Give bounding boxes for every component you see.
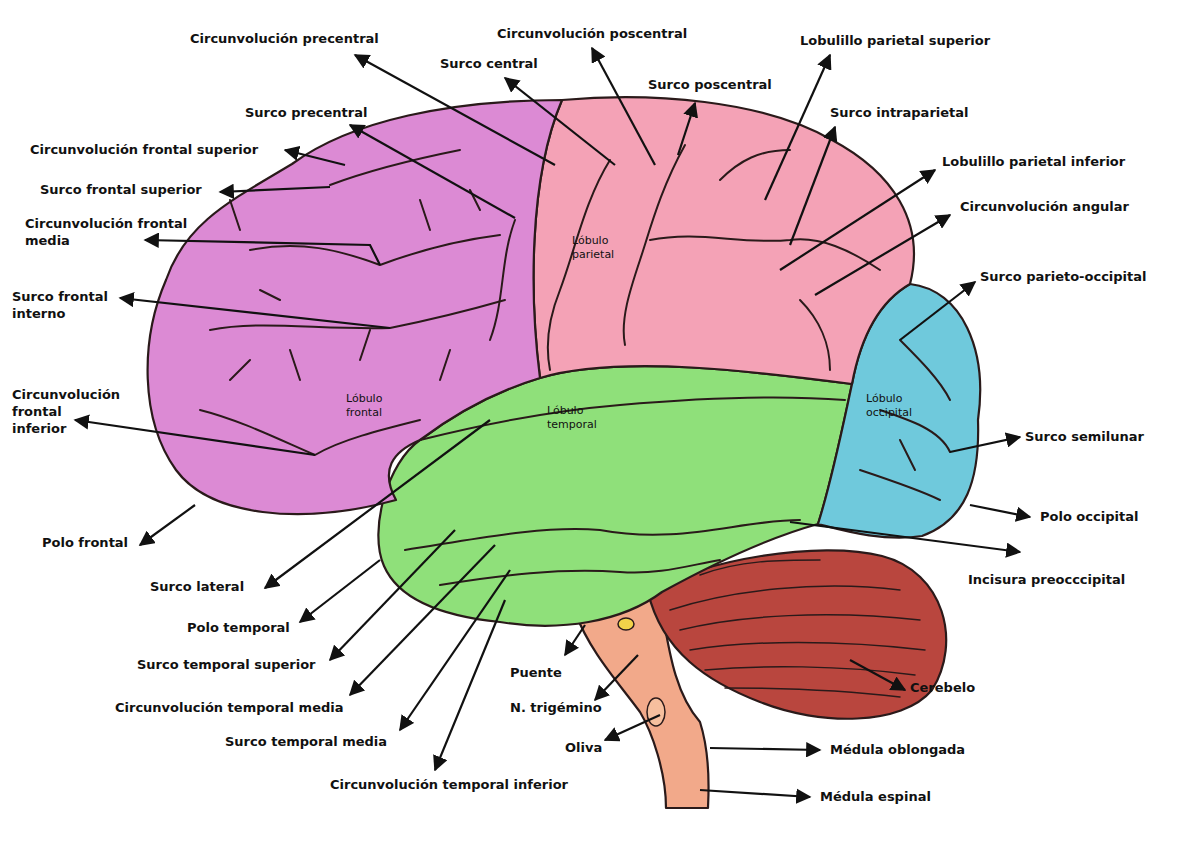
part-label: Circunvolución angular <box>960 198 1129 215</box>
part-label: Surco central <box>440 55 538 72</box>
part-label: Incisura preocccipital <box>968 571 1125 588</box>
leader-line <box>700 790 810 797</box>
folium-line <box>700 560 820 575</box>
sulcus-line <box>200 410 420 455</box>
part-label: Puente <box>510 664 562 681</box>
part-label: Polo temporal <box>187 619 290 636</box>
part-label: Surco semilunar <box>1025 428 1144 445</box>
part-label: Médula espinal <box>820 788 931 805</box>
part-label: Lobulillo parietal inferior <box>942 153 1125 170</box>
part-label: Médula oblongada <box>830 741 965 758</box>
leader-line <box>355 55 555 165</box>
folium-line <box>690 643 925 651</box>
folium-line <box>670 586 900 610</box>
lobe-label: Lóbulo parietal <box>572 234 634 262</box>
part-label: Circunvolución frontal inferior <box>12 386 112 437</box>
leader-line <box>710 748 820 750</box>
leader-line <box>815 215 950 295</box>
part-label: Surco frontal superior <box>40 181 202 198</box>
leader-line <box>790 522 1020 552</box>
sulcus-line <box>330 150 460 185</box>
trigeminal-nerve <box>618 618 634 630</box>
leader-line <box>140 505 195 545</box>
olive <box>647 698 665 726</box>
leader-line <box>285 150 345 165</box>
sulcus-line <box>490 220 515 340</box>
leader-line <box>300 560 380 622</box>
lobe-label: Lóbulo temporal <box>547 404 617 432</box>
part-label: Surco parieto-occipital <box>980 268 1147 285</box>
leader-line <box>950 437 1020 452</box>
sulcus-line <box>405 520 800 550</box>
part-label: Circunvolución poscentral <box>497 25 687 42</box>
folium-line <box>705 667 915 675</box>
leader-line <box>330 530 455 660</box>
leader-line <box>265 420 490 588</box>
part-label: Polo occipital <box>1040 508 1138 525</box>
sulcus-line <box>800 300 830 370</box>
leader-line <box>120 298 390 328</box>
part-label: Surco poscentral <box>648 76 772 93</box>
part-label: N. trigémino <box>510 699 602 716</box>
part-label: Circunvolución precentral <box>190 30 379 47</box>
sulcus-line <box>860 340 950 500</box>
parietal-lobe <box>534 97 914 384</box>
leader-line <box>595 655 638 700</box>
folium-line <box>680 615 920 630</box>
part-label: Circunvolución temporal media <box>115 699 344 716</box>
sulci <box>200 145 950 697</box>
part-label: Surco temporal media <box>225 733 387 750</box>
part-label: Surco intraparietal <box>830 104 969 121</box>
sulcus-line <box>250 235 500 265</box>
leader-line <box>220 187 330 192</box>
leader-line <box>780 170 935 270</box>
leader-line <box>765 55 830 200</box>
leader-line <box>605 715 660 740</box>
leader-line <box>505 78 615 165</box>
lobe-label: Lóbulo occipital <box>866 392 928 420</box>
leader-line <box>435 600 505 770</box>
part-label: Polo frontal <box>42 534 128 551</box>
sulcus-line <box>230 330 450 380</box>
leader-line <box>850 660 905 690</box>
sulcus-line <box>440 560 720 585</box>
part-label: Circunvolución frontal media <box>25 215 200 249</box>
part-label: Surco frontal interno <box>12 288 112 322</box>
leader-line <box>592 48 655 165</box>
leader-line <box>790 127 835 245</box>
part-label: Lobulillo parietal superior <box>800 32 990 49</box>
part-label: Surco lateral <box>150 578 244 595</box>
leader-line <box>565 625 585 655</box>
sulcus-line <box>650 236 880 270</box>
part-label: Oliva <box>565 739 602 756</box>
sulcus-line <box>548 160 610 370</box>
sulcus-line <box>210 300 505 330</box>
lobe-label: Lóbulo frontal <box>346 392 400 420</box>
leader-line <box>900 282 975 340</box>
leader-line <box>145 240 380 265</box>
folium-line <box>725 688 900 697</box>
sulcus-line <box>624 145 685 345</box>
part-label: Cerebelo <box>910 679 975 696</box>
leader-line <box>678 103 695 155</box>
leader-line <box>350 125 515 218</box>
part-label: Surco precentral <box>245 104 367 121</box>
part-label: Surco temporal superior <box>137 656 316 673</box>
part-label: Circunvolución frontal superior <box>30 141 258 158</box>
leader-line <box>75 420 315 455</box>
sulcus-line <box>420 398 845 440</box>
leader-line <box>400 570 510 730</box>
part-label: Circunvolución temporal inferior <box>330 776 568 793</box>
leader-line <box>970 505 1030 517</box>
